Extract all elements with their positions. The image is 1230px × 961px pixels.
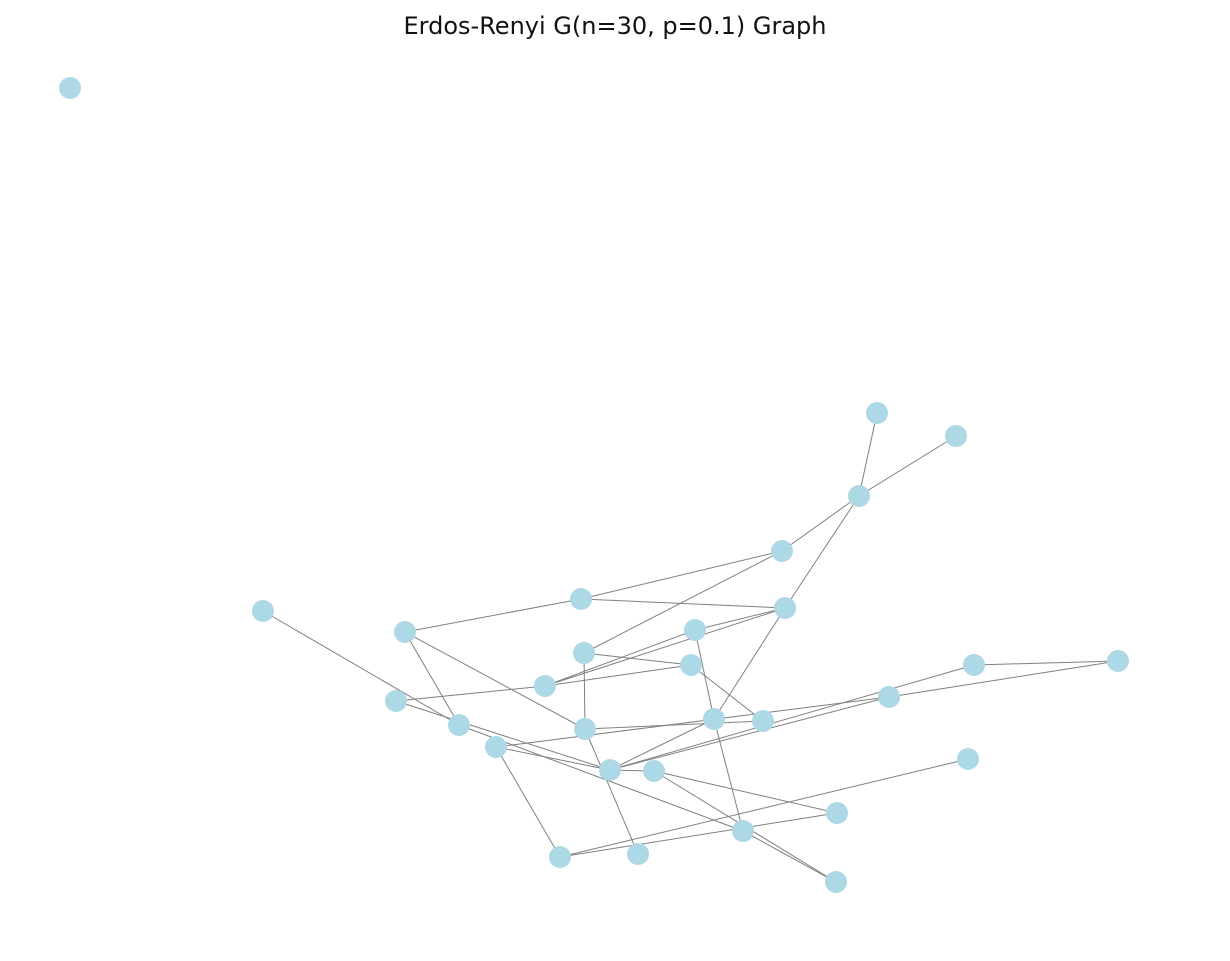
graph-edge [653,770,838,814]
graph-node [485,736,507,758]
graph-edge [395,700,611,771]
graph-edge [580,598,786,609]
graph-edge [609,664,975,771]
graph-edge [888,660,1119,698]
graph-node [1107,650,1129,672]
graph-edge [544,664,692,687]
graph-edge [742,830,837,883]
graph-node [703,708,725,730]
graph-edge [713,607,786,720]
graph-edge [404,631,586,730]
graph-node [394,621,416,643]
graph-edge [404,631,460,726]
graph-edge [544,629,696,687]
graph-node [252,600,274,622]
graph-node [680,654,702,676]
graph-edge [609,696,890,771]
graph-edge [559,758,969,858]
graph-edge [559,812,838,858]
graph-node [574,718,596,740]
graph-node [59,77,81,99]
graph-edge [458,724,744,832]
graph-edge [858,412,878,497]
graph-node [866,402,888,424]
graph-node [549,846,571,868]
graph-node [570,588,592,610]
graph-node [627,843,649,865]
graph-node [448,714,470,736]
graph-edge [404,598,582,633]
graph-node [684,619,706,641]
graph-node [732,820,754,842]
edges-layer [262,412,1119,883]
graph-node [573,642,595,664]
graph-edge [495,746,611,771]
graph-edge [495,696,890,748]
graph-node [385,690,407,712]
graph-edge [583,652,586,730]
graph-title: Erdos-Renyi G(n=30, p=0.1) Graph [403,12,827,40]
graph-edge [583,550,783,654]
graph-edge [609,718,715,771]
graph-node [878,686,900,708]
graph-node [963,654,985,676]
graph-edge [973,660,1119,666]
graph-edge [694,629,715,720]
graph-edge [495,746,561,858]
graph-node [957,748,979,770]
graph-edge [784,495,860,609]
graph-node [599,759,621,781]
graph-node [534,675,556,697]
graph-node [771,540,793,562]
graph-edge [690,664,764,722]
graph-node [643,760,665,782]
graph-edge [584,720,764,730]
graph-edge [544,607,786,687]
graph-node [774,597,796,619]
graph-edge [262,610,460,726]
graph-edge [583,652,692,666]
graph-node [848,485,870,507]
graph-node [826,802,848,824]
graph-edge [584,728,639,855]
graph-edge [395,685,546,702]
nodes-layer [59,77,1129,893]
graph-node [945,425,967,447]
graph-edge [781,495,860,552]
graph-edge [580,550,783,600]
graph-edge [858,435,957,497]
graph-edge [694,607,786,631]
graph-edge [713,718,744,832]
graph-node [752,710,774,732]
graph-node [825,871,847,893]
